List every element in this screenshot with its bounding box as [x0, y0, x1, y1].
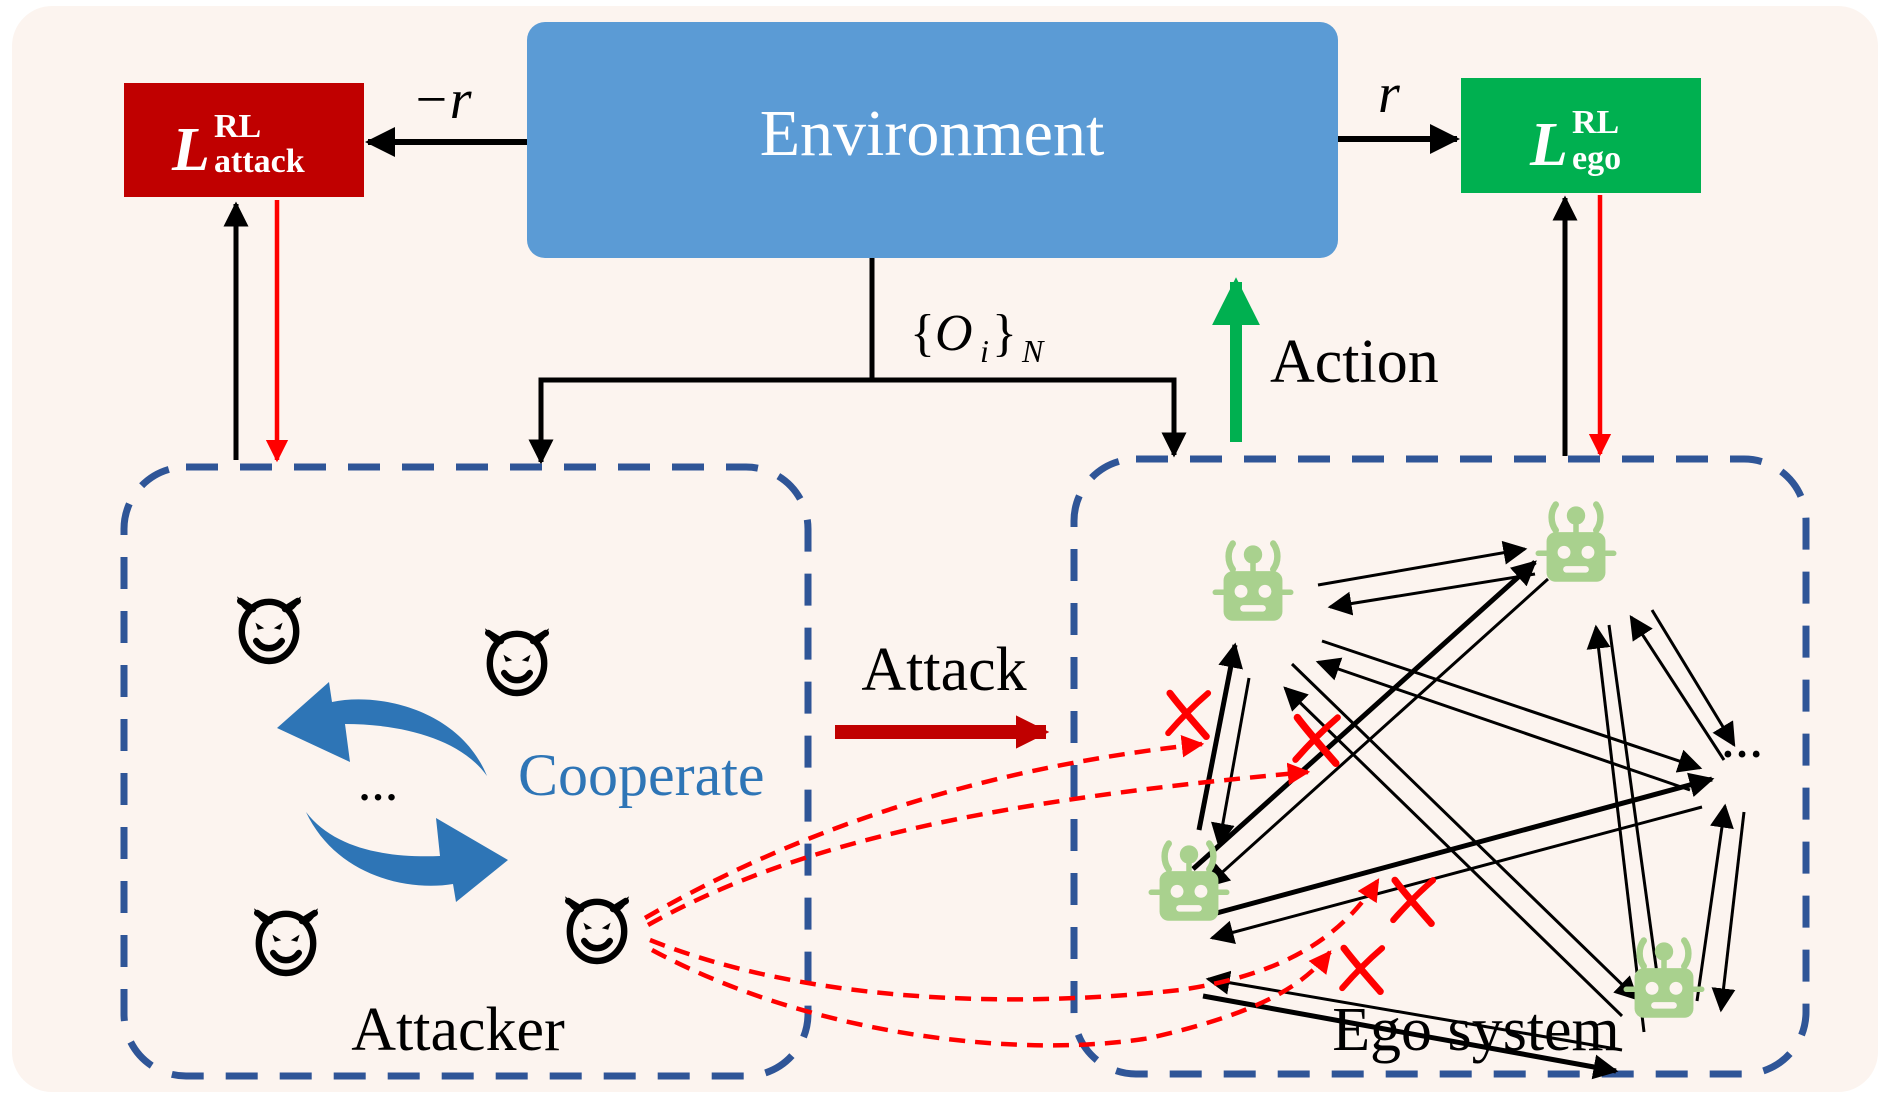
ego-ellipsis: …	[1721, 721, 1763, 767]
environment-label: Environment	[760, 97, 1105, 170]
observation-arrows	[528, 258, 1187, 465]
background-panel	[12, 6, 1878, 1092]
attack-loss-superscript: RL	[214, 108, 261, 145]
attack-loss-box[interactable]: L RL attack	[124, 83, 364, 197]
svg-text:{: {	[910, 305, 935, 362]
observation-label: { O i } N	[910, 305, 1045, 369]
ego-loss-superscript: RL	[1572, 104, 1619, 141]
cooperate-cycle-arrows-icon	[277, 682, 508, 902]
svg-text:}: }	[992, 305, 1017, 362]
environment-box[interactable]: Environment	[527, 22, 1338, 258]
ego-loss-symbol: L	[1529, 111, 1568, 179]
positive-reward-label: r	[1378, 63, 1400, 125]
attack-message-paths	[643, 734, 1380, 1048]
svg-text:O: O	[935, 305, 973, 362]
ego-system-box[interactable]	[1070, 455, 1810, 1078]
svg-text:i: i	[980, 333, 989, 369]
attacker-box-label: Attacker	[351, 996, 565, 1064]
ego-loss-box[interactable]: L RL ego	[1461, 78, 1701, 193]
attack-loss-subscript: attack	[214, 143, 305, 180]
negative-reward-label: −r	[412, 69, 472, 131]
attack-label: Attack	[861, 636, 1026, 704]
attacker-box[interactable]	[120, 463, 812, 1080]
ego-communication-edges	[1191, 540, 1746, 1080]
cooperate-ellipsis: …	[358, 764, 398, 809]
ego-loss-subscript: ego	[1572, 140, 1621, 177]
action-label: Action	[1270, 328, 1439, 396]
cooperate-label: Cooperate	[518, 742, 765, 808]
svg-text:N: N	[1021, 333, 1045, 369]
attack-loss-symbol: L	[171, 116, 210, 184]
